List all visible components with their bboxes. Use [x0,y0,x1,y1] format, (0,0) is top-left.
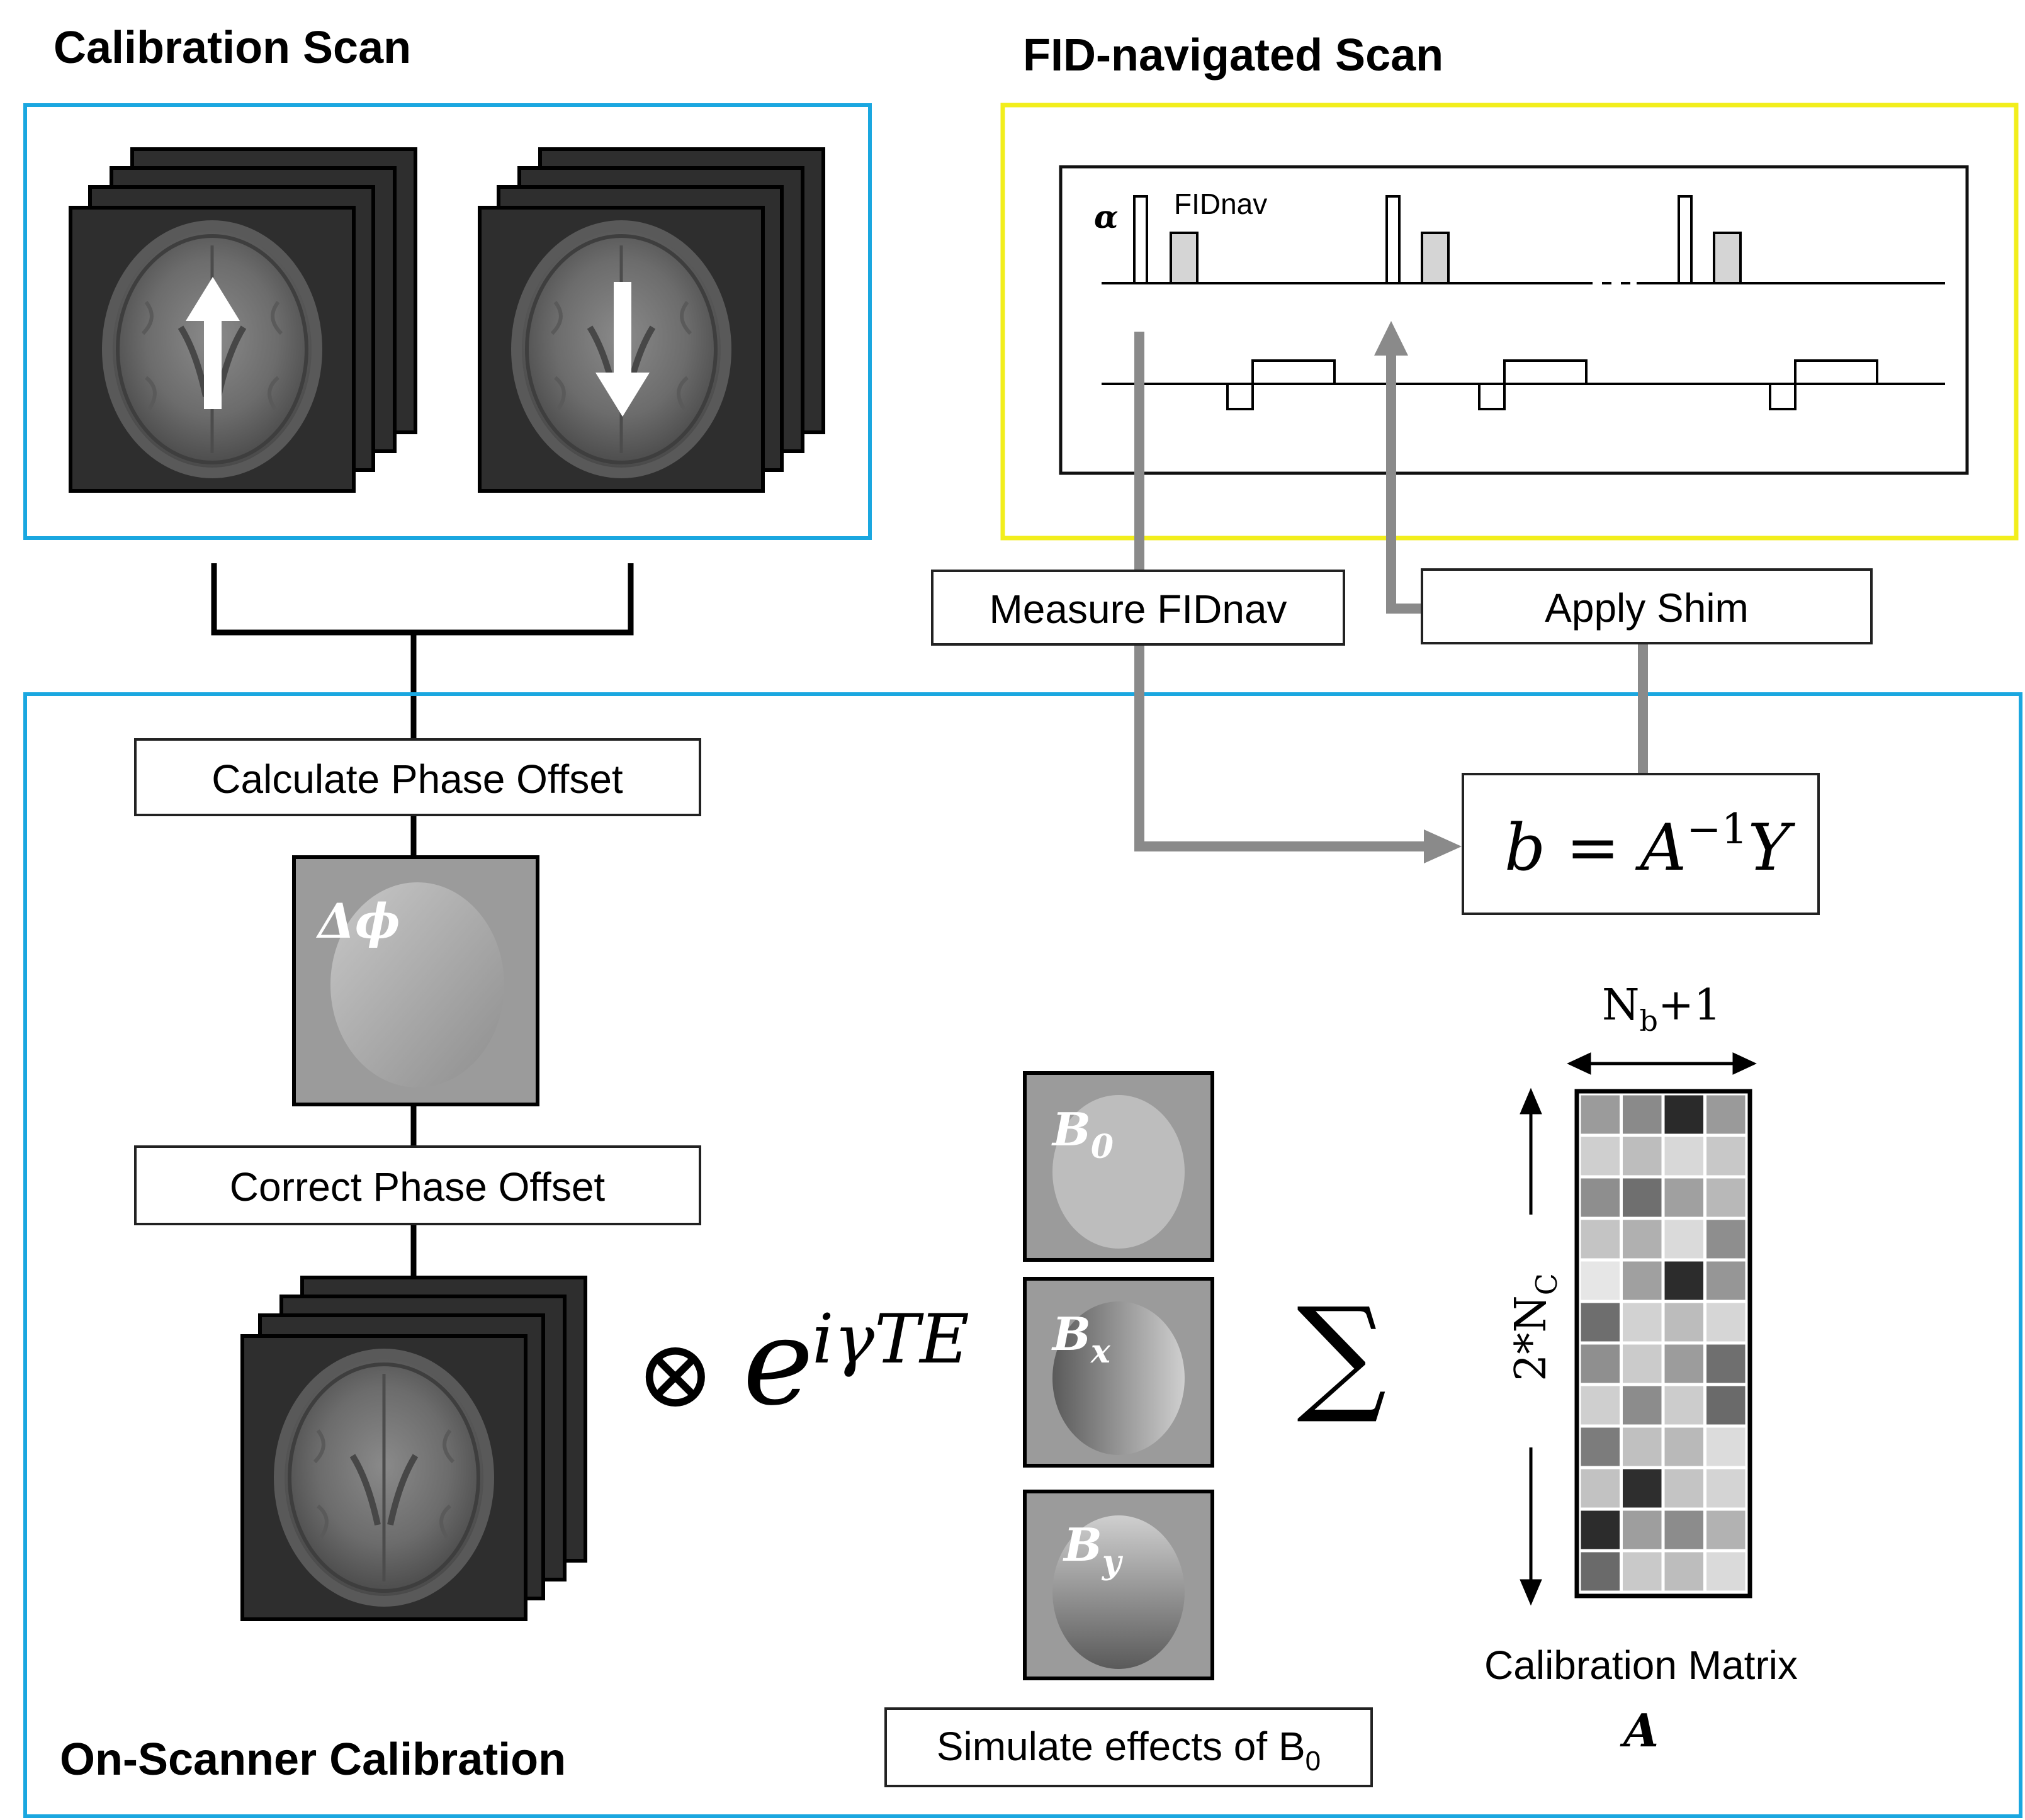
image-stack-up [71,149,415,491]
matrix-cell [1661,1549,1706,1594]
matrix-cell [1577,1507,1623,1553]
matrix-cell [1620,1216,1665,1262]
arrow-up-icon [186,277,240,409]
matrix-cell [1703,1341,1749,1386]
calibration-matrix-border [1574,1089,1752,1598]
arrow-down-icon [595,282,650,417]
matrix-cell [1661,1216,1706,1262]
matrix-cell [1577,1092,1623,1137]
matrix-rows-arrow [1520,1087,1542,1606]
matrix-cell [1620,1507,1665,1553]
image-stack-down [480,149,823,491]
on-scanner-heading: On-Scanner Calibration [60,1734,566,1785]
matrix-cell [1703,1092,1749,1137]
matrix-cell [1661,1341,1706,1386]
matrix-cols-label: Nb+1 [1602,980,1721,1038]
matrix-cols-arrow [1567,1052,1757,1075]
matrix-cell [1661,1383,1706,1428]
matrix-cell [1577,1424,1623,1469]
svg-text:Bx: Bx [1051,1307,1111,1371]
matrix-cell [1577,1549,1623,1594]
otimes-symbol: ⊗ [636,1320,715,1429]
b0-map: B0 [1023,1071,1214,1262]
matrix-cell [1661,1424,1706,1469]
matrix-cell [1577,1341,1623,1386]
corrected-image-stack [242,1278,585,1619]
equation-text: b = A−1Y [1504,805,1796,885]
svg-text:By: By [1063,1518,1124,1581]
matrix-cell [1577,1133,1623,1179]
matrix-cell [1577,1258,1623,1303]
by-map: By [1023,1490,1214,1680]
apply-shim-box: Apply Shim [1421,568,1873,644]
matrix-cell [1620,1341,1665,1386]
svg-text:Calculate Phase Offset: Calculate Phase Offset [212,756,623,802]
matrix-caption: Calibration Matrix [1484,1643,1798,1688]
matrix-cell [1703,1549,1749,1594]
matrix-cell [1620,1258,1665,1303]
matrix-cell [1620,1424,1665,1469]
calculate-phase-offset-box: Calculate Phase Offset [134,738,701,816]
fid-scan-heading: FID-navigated Scan [1023,30,1443,81]
matrix-cell [1703,1507,1749,1553]
matrix-cell [1577,1175,1623,1220]
matrix-cell [1577,1216,1623,1262]
delta-phi-label: Δϕ [315,893,400,949]
matrix-cell [1620,1549,1665,1594]
svg-text:Simulate effects of B0: Simulate effects of B0 [937,1724,1321,1777]
matrix-cell [1620,1466,1665,1511]
matrix-cell [1577,1466,1623,1511]
bx-map: Bx [1023,1277,1214,1468]
calibration-matrix-grid [1577,1092,1749,1594]
matrix-cell [1620,1133,1665,1179]
matrix-cell [1703,1300,1749,1345]
matrix-cell [1703,1133,1749,1179]
matrix-cell [1661,1092,1706,1137]
matrix-cell [1577,1300,1623,1345]
matrix-symbol: A [1620,1704,1659,1757]
matrix-cell [1620,1175,1665,1220]
matrix-cell [1620,1092,1665,1137]
matrix-cell [1703,1175,1749,1220]
fid-scan-frame [1000,103,2019,541]
exp-power: iγTE [812,1300,969,1379]
matrix-cell [1703,1466,1749,1511]
matrix-cell [1661,1466,1706,1511]
simulate-effects-box: Simulate effects of B0 [884,1707,1373,1787]
equation-box: b = A−1Y [1462,773,1820,915]
pulse-sequence-diagram: α FIDnav [1059,165,1969,475]
fidnav-label: FIDnav [1174,188,1267,220]
matrix-cell [1703,1383,1749,1428]
matrix-cell [1661,1175,1706,1220]
matrix-cell [1577,1383,1623,1428]
calibration-scan-frame [23,103,872,540]
svg-text:Measure FIDnav: Measure FIDnav [989,587,1287,632]
on-scanner-frame [23,692,2022,1818]
summation-symbol: ∑ [1297,1281,1387,1427]
phase-map: Δϕ [292,855,539,1106]
matrix-cell [1620,1383,1665,1428]
matrix-cell [1703,1424,1749,1469]
exp-base: e [743,1293,813,1432]
measure-fidnav-box: Measure FIDnav [931,570,1345,646]
matrix-cell [1703,1216,1749,1262]
svg-text:B0: B0 [1051,1103,1114,1166]
matrix-rows-label: 2*NC [1506,1273,1564,1381]
matrix-cell [1661,1300,1706,1345]
svg-text:Correct Phase Offset: Correct Phase Offset [230,1164,606,1210]
matrix-cell [1661,1258,1706,1303]
join-bracket [211,563,634,739]
alpha-label: α [1094,198,1118,235]
matrix-cell [1661,1507,1706,1553]
correct-phase-offset-box: Correct Phase Offset [134,1145,701,1225]
matrix-cell [1703,1258,1749,1303]
matrix-cell [1661,1133,1706,1179]
svg-text:Apply Shim: Apply Shim [1545,585,1749,631]
calibration-scan-heading: Calibration Scan [54,23,411,73]
matrix-cell [1620,1300,1665,1345]
